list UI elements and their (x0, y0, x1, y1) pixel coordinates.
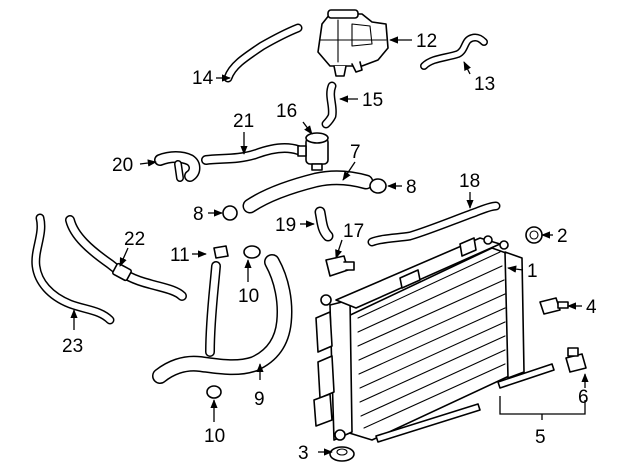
clamp-10-lower (206, 385, 222, 399)
hose-7 (242, 170, 374, 214)
hose-22 (65, 215, 187, 301)
callout-13: 13 (474, 74, 495, 95)
callout-16: 16 (276, 101, 297, 122)
callout-23: 23 (62, 336, 83, 357)
callout-14: 14 (192, 68, 214, 89)
drain-6 (565, 347, 587, 373)
valve-16 (297, 132, 329, 171)
callout-labels: 1 2 3 4 5 6 7 8 8 9 10 10 11 12 13 14 15… (62, 31, 597, 464)
callout-2: 2 (557, 226, 568, 247)
callout-6: 6 (578, 387, 589, 408)
hose-18 (367, 201, 501, 247)
leader-lines (70, 36, 589, 456)
callout-10-upper: 10 (238, 286, 259, 307)
callout-9: 9 (254, 389, 265, 410)
hose-19 (314, 206, 334, 242)
hoses (31, 23, 501, 384)
hose-14 (223, 23, 303, 83)
hose-23 (31, 213, 115, 325)
callout-1: 1 (527, 261, 538, 282)
clamp-10-upper (243, 245, 261, 259)
clamp-8-left (222, 205, 238, 221)
radiator (313, 235, 525, 441)
hose-15 (321, 81, 337, 129)
callout-10-lower: 10 (204, 426, 225, 447)
callout-5: 5 (535, 427, 546, 448)
callout-20: 20 (112, 155, 133, 176)
hose-20 (154, 151, 201, 182)
callout-7: 7 (350, 142, 361, 163)
coolant-reservoir (317, 9, 389, 77)
small-parts (206, 132, 587, 462)
callout-8-right: 8 (406, 177, 417, 198)
callout-4: 4 (586, 297, 597, 318)
callout-19: 19 (275, 215, 296, 236)
sensor-4 (539, 297, 569, 315)
sensor-17 (325, 255, 355, 277)
clip-11 (213, 245, 229, 259)
callout-8-left: 8 (193, 204, 204, 225)
hose-13 (420, 33, 488, 70)
seal-5-upper (497, 363, 555, 389)
callout-15: 15 (362, 90, 383, 111)
callout-21: 21 (233, 111, 254, 132)
clamp-8-upper (369, 178, 387, 194)
callout-12: 12 (416, 31, 437, 52)
callout-3: 3 (298, 443, 309, 464)
mount-3 (329, 446, 355, 462)
callout-22: 22 (124, 229, 145, 250)
hose-9 (152, 254, 293, 384)
callout-11: 11 (170, 245, 190, 266)
hose-21 (201, 142, 303, 165)
seal-5-lower (375, 403, 481, 443)
callout-18: 18 (459, 171, 480, 192)
callout-17: 17 (343, 221, 364, 242)
cap-2 (525, 226, 543, 244)
